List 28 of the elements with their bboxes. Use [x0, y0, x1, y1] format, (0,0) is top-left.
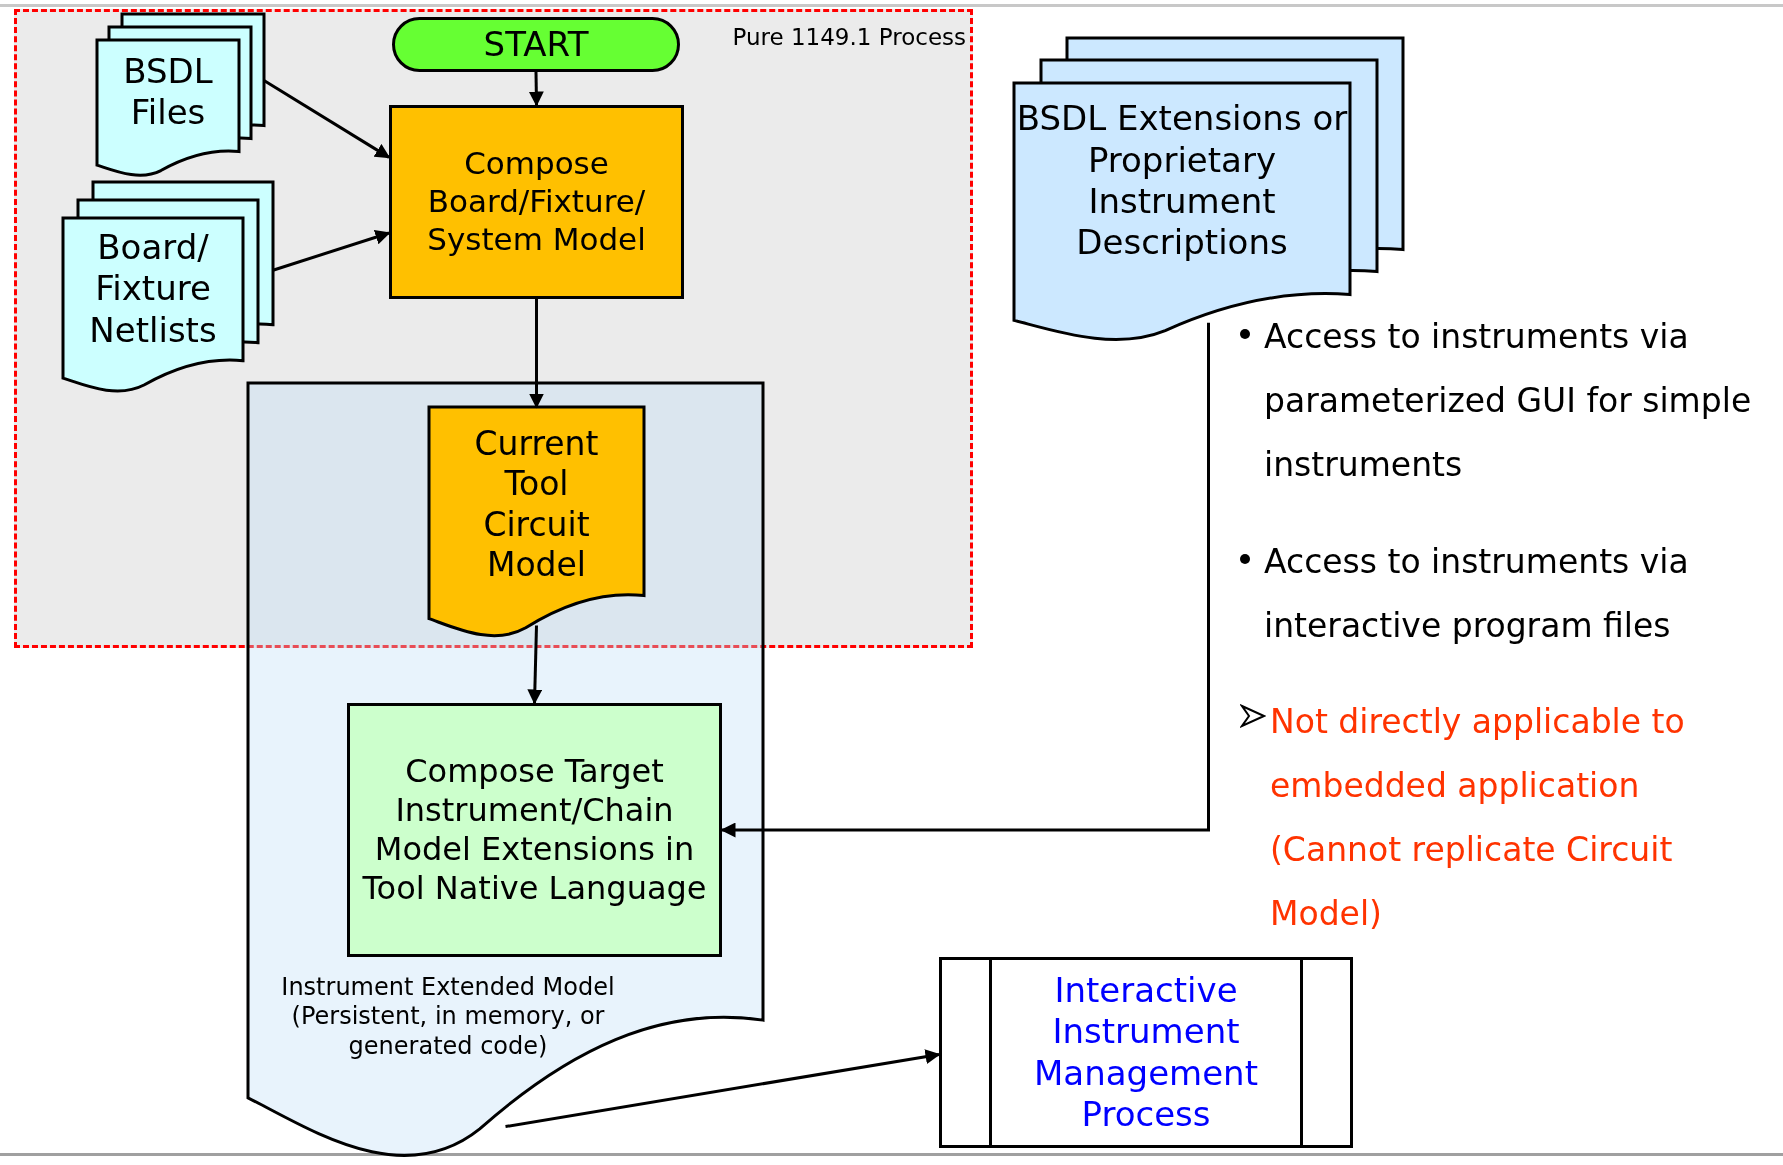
- node-label: Interactive Instrument Management Process: [1033, 969, 1259, 1136]
- arrow: [529, 299, 544, 409]
- document-stack: [63, 182, 273, 392]
- bullet-text: Not directly applicable to embedded application (Cannot replicate Circuit Model): [1270, 701, 1686, 935]
- arrow: [505, 1049, 941, 1129]
- node-label: Board/ Fixture Netlists: [88, 226, 218, 352]
- arrow: [272, 230, 391, 272]
- process-box: [347, 703, 722, 957]
- node-label: Current Tool Circuit Model: [473, 424, 600, 585]
- process-box: [389, 105, 684, 299]
- start-terminal: [392, 17, 680, 72]
- document-shape: [429, 407, 644, 637]
- dashed-region: [14, 9, 973, 648]
- document-stack: [97, 14, 264, 176]
- arrow: [528, 71, 544, 107]
- arrow: [527, 625, 543, 705]
- node-label: START: [482, 23, 590, 66]
- region-title: Pure 1149.1 Process: [731, 22, 966, 51]
- bullet-text: Access to instruments via parameterized GUI for simple instruments: [1264, 316, 1753, 486]
- arrow: [263, 79, 391, 159]
- node-label: Compose Board/Fixture/ System Model: [426, 145, 647, 259]
- node-label: Compose Target Instrument/Chain Model Extensions in Tool Native Language: [361, 751, 708, 909]
- node-label: BSDL Extensions or Proprietary Instrument Descriptions: [1015, 98, 1349, 264]
- node-label: BSDL Files: [122, 50, 214, 134]
- node-label: Instrument Extended Model (Persistent, in memory, or generated code): [280, 973, 616, 1061]
- bullet-text: Access to instruments via interactive program files: [1264, 541, 1690, 647]
- predefined-process-box: [939, 957, 1353, 1148]
- arrow: [720, 322, 1210, 838]
